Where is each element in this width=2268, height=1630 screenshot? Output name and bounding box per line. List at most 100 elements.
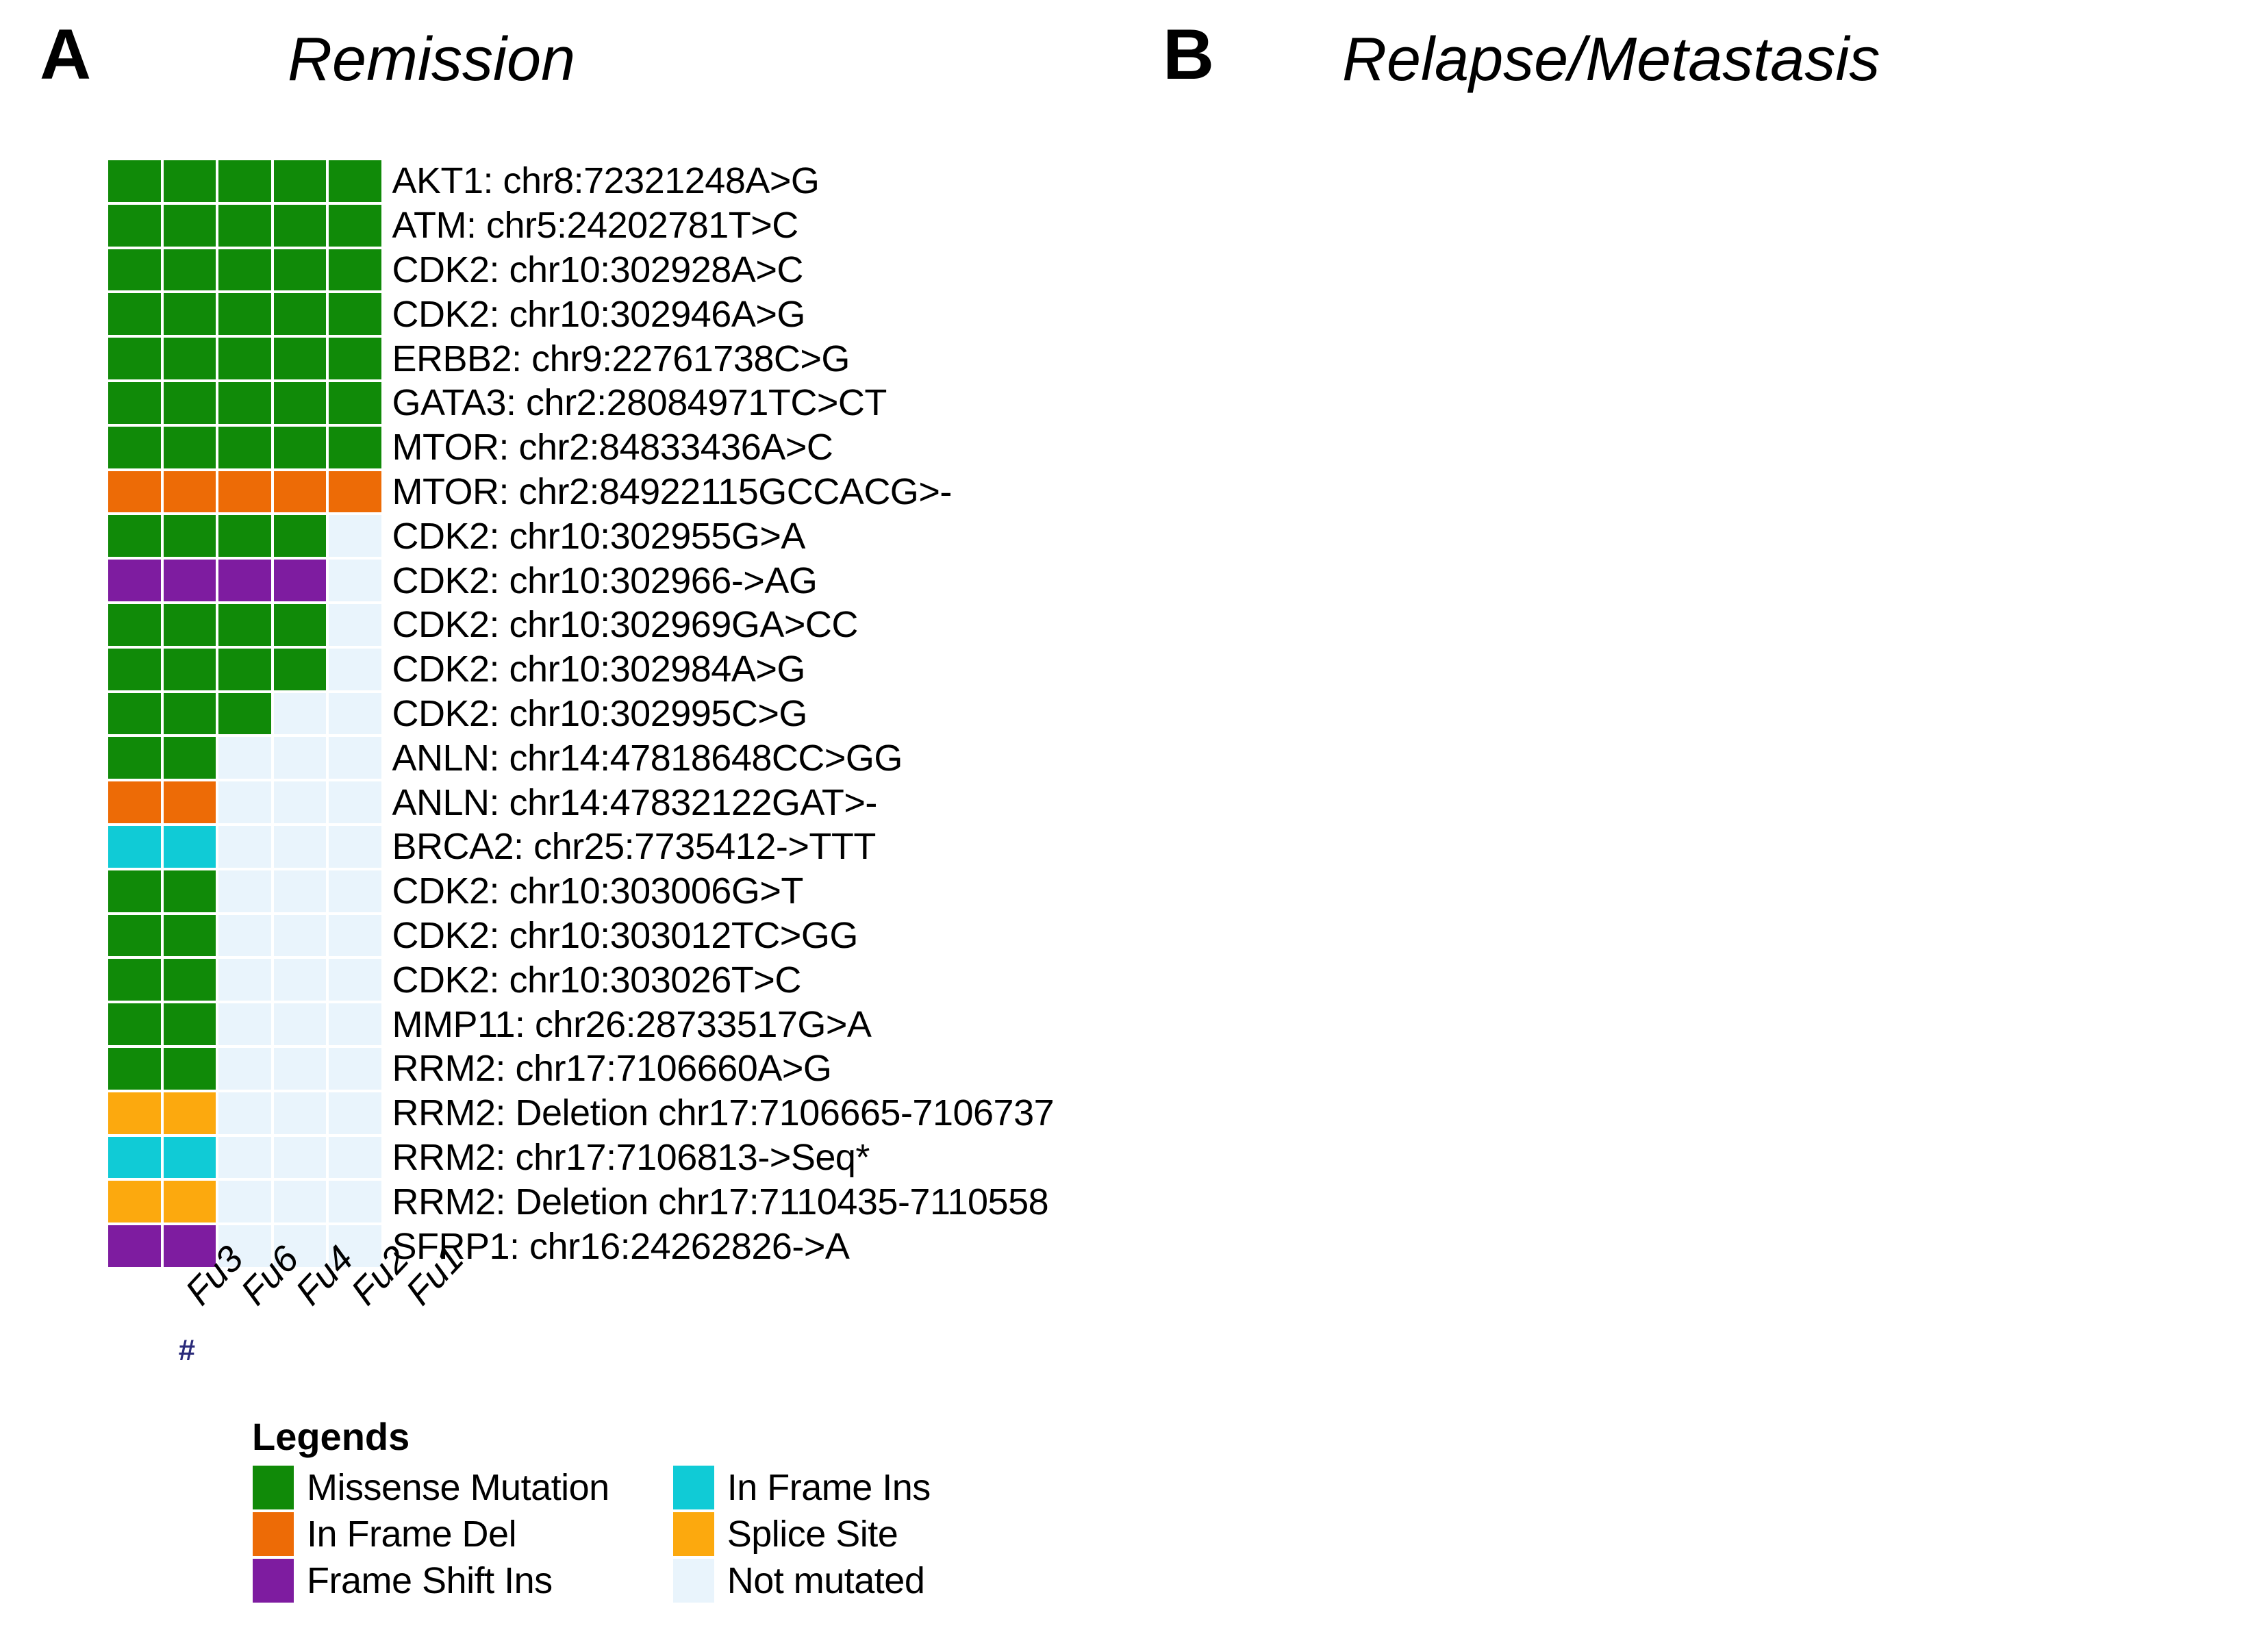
oncoprint-cell	[272, 1224, 327, 1268]
mutation-label: BRCA2: chr25:7735412->TTT	[392, 826, 877, 868]
oncoprint-cell	[107, 913, 162, 958]
oncoprint-cell	[327, 159, 383, 203]
legend-label: In Frame Del	[307, 1514, 517, 1555]
oncoprint-cell	[217, 913, 273, 958]
oncoprint-cell	[217, 1224, 273, 1268]
oncoprint-cell	[162, 736, 217, 781]
oncoprint-cell	[272, 469, 327, 514]
oncoprint-cell	[327, 647, 383, 692]
oncoprint-row: ERBB2: chr9:22761738C>G	[107, 336, 850, 381]
mutation-label: ANLN: chr14:47832122GAT>-	[392, 781, 878, 823]
legend-swatch-frameshift	[252, 1558, 294, 1603]
oncoprint-cell	[162, 380, 217, 425]
legend-swatch-none	[672, 1558, 715, 1603]
oncoprint-row: CDK2: chr10:302928A>C	[107, 247, 803, 292]
oncoprint-row: BRCA2: chr25:7735412->TTT	[107, 824, 876, 869]
oncoprint-cell	[107, 736, 162, 781]
oncoprint-row: MTOR: chr2:84922115GCCACG>-	[107, 469, 952, 514]
oncoprint-cell	[272, 780, 327, 825]
oncoprint-row: MMP11: chr26:28733517G>A	[107, 1002, 872, 1046]
oncoprint-cell	[107, 957, 162, 1003]
mutation-label: CDK2: chr10:303012TC>GG	[392, 914, 859, 956]
oncoprint-cell	[162, 469, 217, 514]
oncoprint-cell	[162, 336, 217, 381]
mutation-label: MTOR: chr2:84833436A>C	[392, 427, 833, 468]
legend-label: In Frame Ins	[727, 1467, 931, 1508]
oncoprint-cell	[217, 780, 273, 825]
mutation-label: ERBB2: chr9:22761738C>G	[392, 338, 850, 379]
oncoprint-cell	[162, 514, 217, 559]
oncoprint-cell	[217, 380, 273, 425]
mutation-label: RRM2: Deletion chr17:7106665-7106737	[392, 1092, 1055, 1134]
legend-item: Frame Shift Ins	[252, 1557, 609, 1604]
oncoprint-cell	[327, 514, 383, 559]
oncoprint-cell	[107, 602, 162, 647]
oncoprint-cell	[217, 203, 273, 248]
oncoprint-row: CDK2: chr10:302995C>G	[107, 691, 807, 736]
legend-label: Not mutated	[727, 1560, 925, 1601]
mutation-label: CDK2: chr10:303006G>T	[392, 870, 804, 912]
oncoprint-cell	[327, 1090, 383, 1136]
panel-relapse-metastasis: B Relapse/Metastasis AKT1: chr8:72321248…	[1137, 0, 2268, 1630]
oncoprint-cell	[162, 247, 217, 292]
oncoprint-cell	[272, 203, 327, 248]
oncoprint-cell	[217, 1090, 273, 1136]
oncoprint-cell	[272, 691, 327, 736]
oncoprint-cell	[217, 736, 273, 781]
oncoprint-cell	[327, 1179, 383, 1225]
oncoprint-cell	[217, 647, 273, 692]
oncoprint-cell	[327, 913, 383, 958]
oncoprint-cell	[272, 736, 327, 781]
oncoprint-cell	[217, 957, 273, 1003]
oncoprint-cell	[217, 558, 273, 603]
oncoprint-cell	[327, 780, 383, 825]
mutation-label: RRM2: chr17:7106660A>G	[392, 1048, 832, 1090]
oncoprint-cell	[162, 691, 217, 736]
mutation-label: CDK2: chr10:302984A>G	[392, 649, 806, 690]
legend-title: Legends	[252, 1415, 410, 1458]
oncoprint-cell	[217, 159, 273, 203]
oncoprint-cell	[107, 380, 162, 425]
oncoprint-cell	[272, 336, 327, 381]
oncoprint-row: CDK2: chr10:303006G>T	[107, 868, 803, 914]
mutation-label: CDK2: chr10:302928A>C	[392, 249, 804, 290]
legend-swatch-missense	[252, 1465, 294, 1510]
mutation-label: RRM2: chr17:7106813->Seq*	[392, 1136, 870, 1178]
oncoprint-cell	[162, 1224, 217, 1268]
oncoprint-row: GATA3: chr2:28084971TC>CT	[107, 380, 887, 425]
oncoprint-cell	[107, 691, 162, 736]
oncoprint-cell	[272, 514, 327, 559]
oncoprint-cell	[162, 425, 217, 470]
oncoprint-cell	[107, 1002, 162, 1046]
legend-item: Not mutated	[672, 1557, 931, 1604]
oncoprint-cell	[327, 247, 383, 292]
mutation-label: RRM2: Deletion chr17:7110435-7110558	[392, 1181, 1049, 1222]
oncoprint-cell	[217, 1135, 273, 1180]
oncoprint-cell	[327, 203, 383, 248]
oncoprint-cell	[162, 558, 217, 603]
oncoprint-cell	[272, 957, 327, 1003]
oncoprint-cell	[327, 868, 383, 914]
oncoprint-cell	[272, 292, 327, 337]
oncoprint-row: RRM2: Deletion chr17:7110435-7110558	[107, 1179, 1049, 1225]
oncoprint-row: MTOR: chr2:84833436A>C	[107, 425, 833, 470]
mutation-label: SFRP1: chr16:24262826->A	[392, 1225, 850, 1267]
mutation-label: GATA3: chr2:28084971TC>CT	[392, 382, 887, 424]
oncoprint-cell	[272, 647, 327, 692]
oncoprint-cell	[217, 824, 273, 869]
legend-label: Frame Shift Ins	[307, 1560, 553, 1601]
legend-swatch-inframeins	[672, 1465, 715, 1510]
mutation-label: ATM: chr5:24202781T>C	[392, 205, 799, 247]
oncoprint-row: CDK2: chr10:302955G>A	[107, 514, 805, 559]
oncoprint-cell	[217, 1002, 273, 1046]
oncoprint-cell	[217, 336, 273, 381]
oncoprint-cell	[217, 868, 273, 914]
oncoprint-cell	[217, 425, 273, 470]
oncoprint-cell	[272, 602, 327, 647]
oncoprint-row: CDK2: chr10:302969GA>CC	[107, 602, 858, 647]
